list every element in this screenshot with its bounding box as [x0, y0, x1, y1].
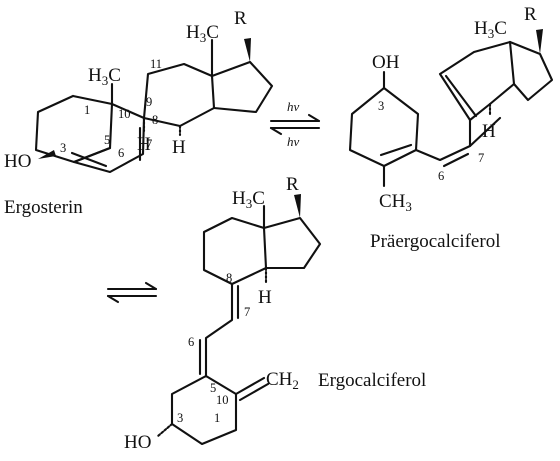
ergosterin-h14-label: H: [172, 137, 186, 158]
ergocalciferol-chain: [204, 282, 234, 378]
ergosterin-hydroxyl-label: HO: [4, 151, 31, 172]
praergocalciferol-angular-methyl-label: H3C: [474, 18, 507, 41]
praergocalciferol-locant-7: 7: [478, 151, 484, 165]
praergocalciferol-hydroxyl-label: OH: [372, 52, 400, 73]
thermal-equilibrium: [106, 281, 158, 304]
photochemical-equilibrium: hν hν: [269, 99, 321, 149]
ergocalciferol-ring-d: [262, 216, 322, 270]
ergocalciferol-methylene-label: CH2: [266, 369, 299, 392]
ergosterin-locant-7: 7: [146, 137, 152, 151]
praergocalciferol-h-label: H: [482, 121, 496, 142]
ergosterin-locant-11: 11: [150, 57, 162, 71]
ergosterin-methyl-label-d: H3C: [186, 22, 219, 45]
ergocalciferol-methylene-bond: [234, 376, 266, 396]
reverse-hv-label: hν: [287, 134, 300, 149]
ergocalciferol-name: Ergocalciferol: [318, 370, 426, 391]
ergosterin-methyl-label: H3C: [88, 65, 121, 88]
praergocalciferol-r-label: R: [524, 4, 537, 25]
ergosterin-locant-8: 8: [152, 113, 158, 127]
praergocalciferol-structure: OH CH3 H3C R H 3 6 7 Präergocalciferol: [348, 4, 554, 252]
ergocalciferol-r-label: R: [286, 174, 299, 195]
ergosterin-wedge-r: [244, 38, 251, 62]
ergocalciferol-locant-7: 7: [244, 305, 250, 319]
praergocalciferol-name: Präergocalciferol: [370, 231, 500, 252]
ergosterin-locant-9: 9: [146, 95, 152, 109]
ergocalciferol-locant-10: 10: [216, 393, 229, 407]
ergocalciferol-wedge-r: [294, 194, 301, 218]
ergocalciferol-h-label: H: [258, 287, 272, 308]
ergocalciferol-locant-3: 3: [177, 411, 183, 425]
ergosterin-locant-5: 5: [104, 133, 110, 147]
ergocalciferol-locant-5: 5: [210, 381, 216, 395]
praergocalciferol-locant-3: 3: [378, 99, 384, 113]
praergocalciferol-chain-double: [442, 152, 470, 168]
ergosterin-name: Ergosterin: [4, 197, 83, 218]
praergocalciferol-methyl-label: CH3: [379, 191, 412, 214]
ergocalciferol-structure: H3C R H CH2 HO 1 3 5 6 7 8 10 Ergocalcif…: [124, 174, 426, 453]
ergocalciferol-methyl-label: H3C: [232, 188, 265, 211]
ergosterin-double-bond-5-6: [70, 151, 108, 168]
ergosterin-structure: H3C H3C R HO H H 1 3 5 6 7 8 9 10 11 Erg…: [4, 8, 274, 218]
praergocalciferol-ring-double: [379, 143, 413, 157]
ergosterin-locant-3: 3: [60, 141, 66, 155]
praergocalciferol-wedge-r: [536, 29, 543, 54]
praergocalciferol-ring-d: [508, 40, 554, 102]
ergosterin-ring-b: [72, 102, 146, 174]
praergocalciferol-chain: [414, 116, 502, 162]
second-forward-arrow-barb: [144, 281, 158, 291]
reverse-arrow-barb: [269, 126, 283, 136]
praergocalciferol-ring-c-double: [444, 74, 478, 118]
ergocalciferol-locant-6: 6: [188, 335, 194, 349]
ergosterin-h9-label: H: [137, 134, 151, 155]
ergocalciferol-hydroxyl-label: HO: [124, 432, 151, 453]
ergocalciferol-methylene-double: [238, 382, 270, 402]
ergosterin-r-label: R: [234, 8, 247, 29]
ergocalciferol-ring-a: [170, 374, 238, 446]
ergosterin-locant-10: 10: [118, 107, 131, 121]
ergocalciferol-locant-8: 8: [226, 271, 232, 285]
ergosterin-locant-1: 1: [84, 103, 90, 117]
ergocalciferol-ring-c: [202, 216, 268, 286]
praergocalciferol-locant-6: 6: [438, 169, 444, 183]
forward-hv-label: hν: [287, 99, 300, 114]
ergocalciferol-hash-ho: [156, 422, 174, 438]
ergosterin-wedge-ho: [38, 150, 56, 159]
forward-arrow-barb: [307, 113, 321, 123]
ergosterin-locant-6: 6: [118, 146, 124, 160]
praergocalciferol-ring-c: [438, 40, 516, 122]
ergosterin-ring-d: [210, 60, 274, 114]
second-reverse-arrow-barb: [106, 294, 120, 304]
ergocalciferol-locant-1: 1: [214, 411, 220, 425]
